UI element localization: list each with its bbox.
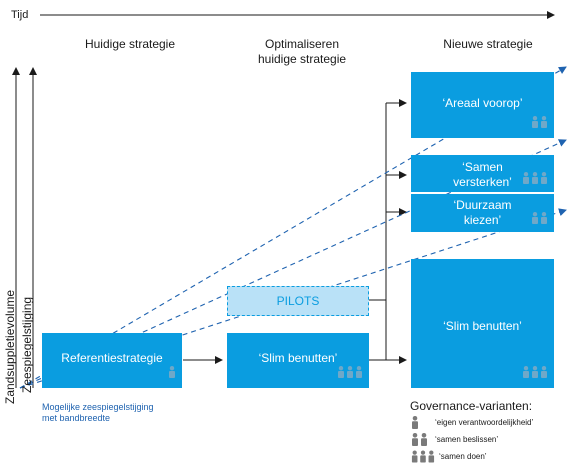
single-person-icon <box>411 416 435 429</box>
people-icon-group <box>522 365 548 383</box>
column-optimise-strategy: Optimaliseren huidige strategie <box>232 37 372 67</box>
duurzaam-kiezen-line-2: kiezen’ <box>463 213 502 227</box>
pilots-box: PILOTS <box>227 286 369 316</box>
legend-item-do-together: ‘samen doen’ <box>411 450 487 463</box>
areaal-voorop-box: ‘Areaal voorop’ <box>411 72 554 138</box>
areaal-voorop-label: ‘Areaal voorop’ <box>442 96 523 110</box>
duurzaam-kiezen-box: ‘Duurzaam kiezen’ <box>411 194 554 232</box>
slim-benutten-mid-box: ‘Slim benutten’ <box>227 333 369 388</box>
duurzaam-kiezen-line-1: ‘Duurzaam <box>453 198 512 212</box>
people-icon-group <box>531 211 548 229</box>
sea-level-note: Mogelijke zeespiegelstijging met bandbre… <box>42 402 154 424</box>
pilots-label: PILOTS <box>276 294 320 308</box>
three-people-icon <box>411 450 435 463</box>
people-icon-group <box>522 171 548 189</box>
people-icon-group <box>531 115 548 133</box>
legend-item-label: ‘eigen verantwoordelijkheid’ <box>435 418 534 427</box>
reference-strategy-box: Referentiestrategie <box>42 333 182 388</box>
two-people-icon <box>411 433 435 446</box>
samen-versterken-line-2: versterken’ <box>453 175 512 189</box>
sea-level-axis-label: Zeespiegelstijging <box>20 296 34 393</box>
time-axis-label: Tijd <box>11 9 29 21</box>
sea-level-note-line-1: Mogelijke zeespiegelstijging <box>42 402 154 412</box>
legend-item-decide-together: ‘samen beslissen’ <box>411 433 498 446</box>
samen-versterken-box: ‘Samen versterken’ <box>411 155 554 192</box>
legend-item-label: ‘samen doen’ <box>439 452 487 461</box>
column-current-strategy: Huidige strategie <box>84 37 176 51</box>
samen-versterken-line-1: ‘Samen <box>462 160 503 174</box>
legend-title: Governance-varianten: <box>410 399 533 413</box>
legend-item-label: ‘samen beslissen’ <box>435 435 499 444</box>
reference-strategy-label: Referentiestrategie <box>61 351 163 365</box>
people-icon-group <box>168 365 176 383</box>
column-optimise-line-2: huidige strategie <box>257 52 347 66</box>
slim-benutten-new-label: ‘Slim benutten’ <box>443 319 522 333</box>
slim-benutten-mid-label: ‘Slim benutten’ <box>258 351 338 365</box>
column-new-strategy: Nieuwe strategie <box>443 37 533 51</box>
people-icon-group <box>337 365 363 383</box>
sand-volume-axis-label: Zandsuppletievolume <box>3 289 17 404</box>
slim-benutten-new-box: ‘Slim benutten’ <box>411 259 554 388</box>
column-optimise-line-1: Optimaliseren <box>264 37 340 51</box>
sea-level-note-line-2: met bandbreedte <box>42 413 111 423</box>
legend-item-individual: ‘eigen verantwoordelijkheid’ <box>411 416 533 429</box>
